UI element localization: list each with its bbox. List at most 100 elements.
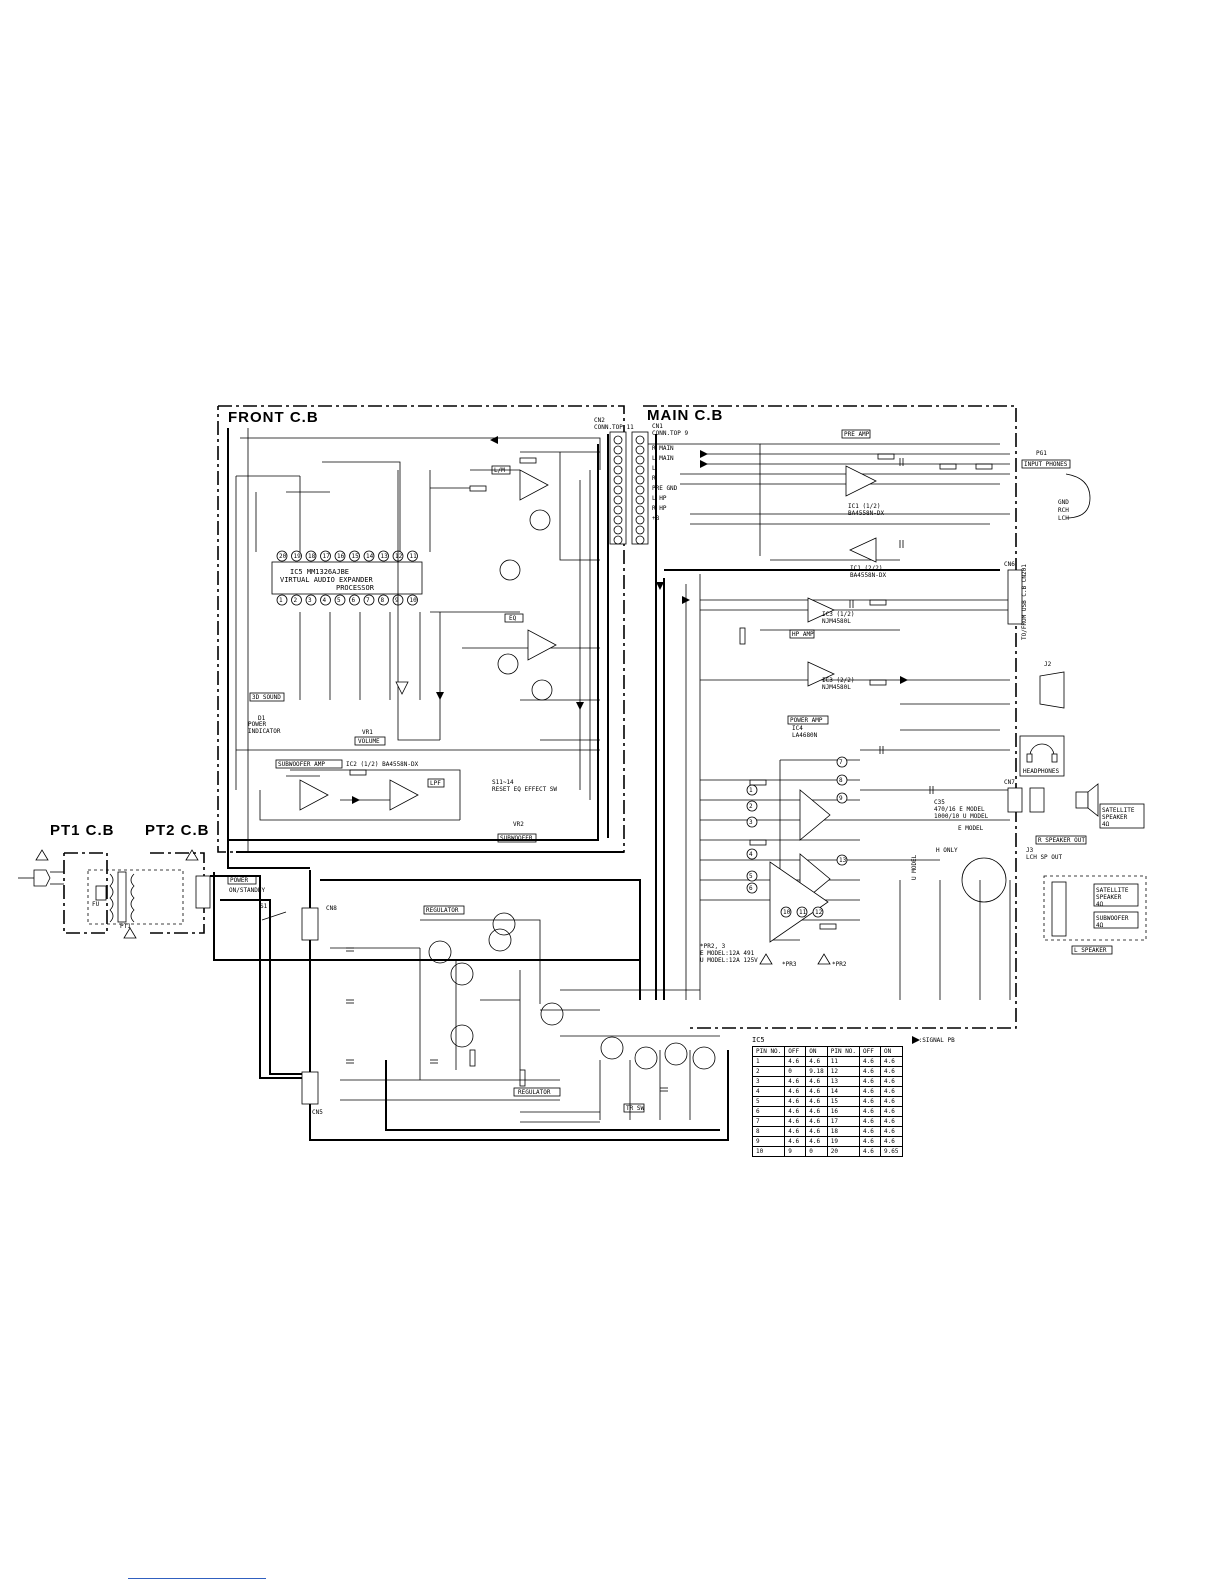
ic-pin: [363, 594, 375, 606]
vr1-arrow: [395, 681, 409, 695]
connector-pin: [613, 535, 623, 545]
regulator-bottom-tag: [513, 1087, 561, 1097]
ic-pin-number: 18: [308, 553, 316, 560]
connector-pin: [635, 535, 645, 545]
ic-pin: [291, 550, 302, 562]
ic-pin: [349, 594, 360, 606]
eq-label: EQ: [509, 615, 517, 622]
front-bus: [227, 428, 624, 869]
ic-pin: [836, 792, 848, 804]
table-cell: 11: [826, 1056, 861, 1067]
cn7-label: CN7: [1004, 779, 1015, 786]
table-header: ON: [805, 1046, 828, 1057]
ic-pin-number: 4: [749, 851, 753, 858]
j3-din-jack: [961, 857, 1007, 903]
table-cell: 0: [805, 1146, 828, 1157]
ic3-1-opamp: [807, 597, 835, 623]
jack-pin-label: LCH: [1058, 515, 1069, 522]
lpf-label: LPF: [430, 780, 441, 787]
table-cell: 20: [826, 1146, 861, 1157]
table-cell: 4.6: [784, 1076, 807, 1087]
headphones-icon-l: [1026, 753, 1033, 763]
input-phones-label: INPUT PHONES: [1024, 461, 1068, 468]
ic1-1-opamp: [845, 465, 877, 497]
ic3-2-opamp: [807, 661, 835, 687]
table-cell: 9: [751, 1136, 786, 1147]
ic-pin: [780, 906, 792, 918]
connector-pin: [613, 525, 623, 535]
subwoofer-opamp: [299, 779, 329, 811]
u-model-label: U MODEL: [911, 854, 918, 880]
ic-pin-number: 12: [395, 553, 403, 560]
ic-pin: [796, 906, 808, 918]
main-board-title: MAIN C.B: [647, 407, 723, 424]
power-tag: [227, 875, 257, 885]
ic-pin-number: 3: [308, 597, 312, 604]
headphones-icon: [1029, 743, 1055, 757]
ic-pin: [305, 594, 317, 606]
pg1-label: PG1: [1036, 450, 1047, 457]
hp-amp-label: HP AMP: [792, 631, 814, 638]
connector-pin: [613, 445, 623, 455]
ic-pin: [276, 550, 288, 562]
power-amp-sub: [769, 861, 829, 943]
jack-pin-label: GND: [1058, 499, 1069, 506]
cn6-label: CN6: [1004, 561, 1015, 568]
cn-pin-label: R MAIN: [652, 445, 674, 452]
cn6-power-connector: [195, 875, 211, 909]
headphones-box: [1019, 735, 1065, 777]
cn5-label: CN5: [312, 1109, 323, 1116]
cn5-connector: [301, 1071, 319, 1105]
q-transistor-4: [497, 653, 519, 675]
q1-transistor: [492, 912, 516, 936]
cn6-connector: [1007, 569, 1023, 625]
ic-pin-number: 5: [337, 597, 341, 604]
table-cell: 4.6: [805, 1136, 828, 1147]
q8-transistor: [634, 1046, 658, 1070]
jack-pin-label: RCH: [1058, 507, 1069, 514]
q9-transistor: [664, 1042, 688, 1066]
ic-pin-number: 5: [749, 873, 753, 880]
table-cell: 4.6: [859, 1136, 882, 1147]
cn-pin-label: PRE GND: [652, 485, 678, 492]
table-cell: 5: [751, 1096, 786, 1107]
warning-icon: [817, 953, 831, 965]
table-cell: 4.6: [805, 1096, 828, 1107]
sound-tag: [249, 692, 285, 702]
sub-ic-label: IC2 (1/2) BA4558N-DX: [346, 761, 419, 768]
connector-pin: [635, 505, 645, 515]
cn7-ext: [1029, 787, 1045, 813]
connector-pin: [613, 515, 623, 525]
table-cell: 4.6: [784, 1056, 807, 1067]
e-model-label: E MODEL: [958, 825, 984, 832]
ic-pin-number: 20: [279, 553, 287, 560]
h-only-label: H ONLY: [936, 847, 958, 854]
table-cell: 4.6: [880, 1136, 903, 1147]
table-header: OFF: [784, 1046, 807, 1057]
table-cell: 4.6: [859, 1126, 882, 1137]
subwoofer-spk-box: [1093, 911, 1139, 929]
r-speaker-out-tag: [1035, 835, 1087, 845]
table-cell: 4.6: [880, 1126, 903, 1137]
subwoofer-amp-label: SUBWOOFER AMP: [278, 761, 325, 768]
fuse-icon: [95, 885, 107, 901]
table-cell: 4.6: [880, 1076, 903, 1087]
front-board-title: FRONT C.B: [228, 409, 319, 426]
s1-switch: [261, 911, 287, 921]
q3-transistor: [488, 928, 512, 952]
table-cell: 4.6: [859, 1086, 882, 1097]
table-cell: 4.6: [805, 1056, 828, 1067]
q-transistor-1: [529, 509, 551, 531]
table-cell: 4.6: [784, 1116, 807, 1127]
ic5-chip: [271, 561, 423, 595]
connector-pin: [635, 475, 645, 485]
connector-pin: [635, 455, 645, 465]
pr2-label: *PR2: [832, 961, 847, 968]
r-speaker-out-label: R SPEAKER OUT: [1038, 837, 1085, 844]
table-cell: 4.6: [880, 1056, 903, 1067]
table-header: ON: [880, 1046, 903, 1057]
